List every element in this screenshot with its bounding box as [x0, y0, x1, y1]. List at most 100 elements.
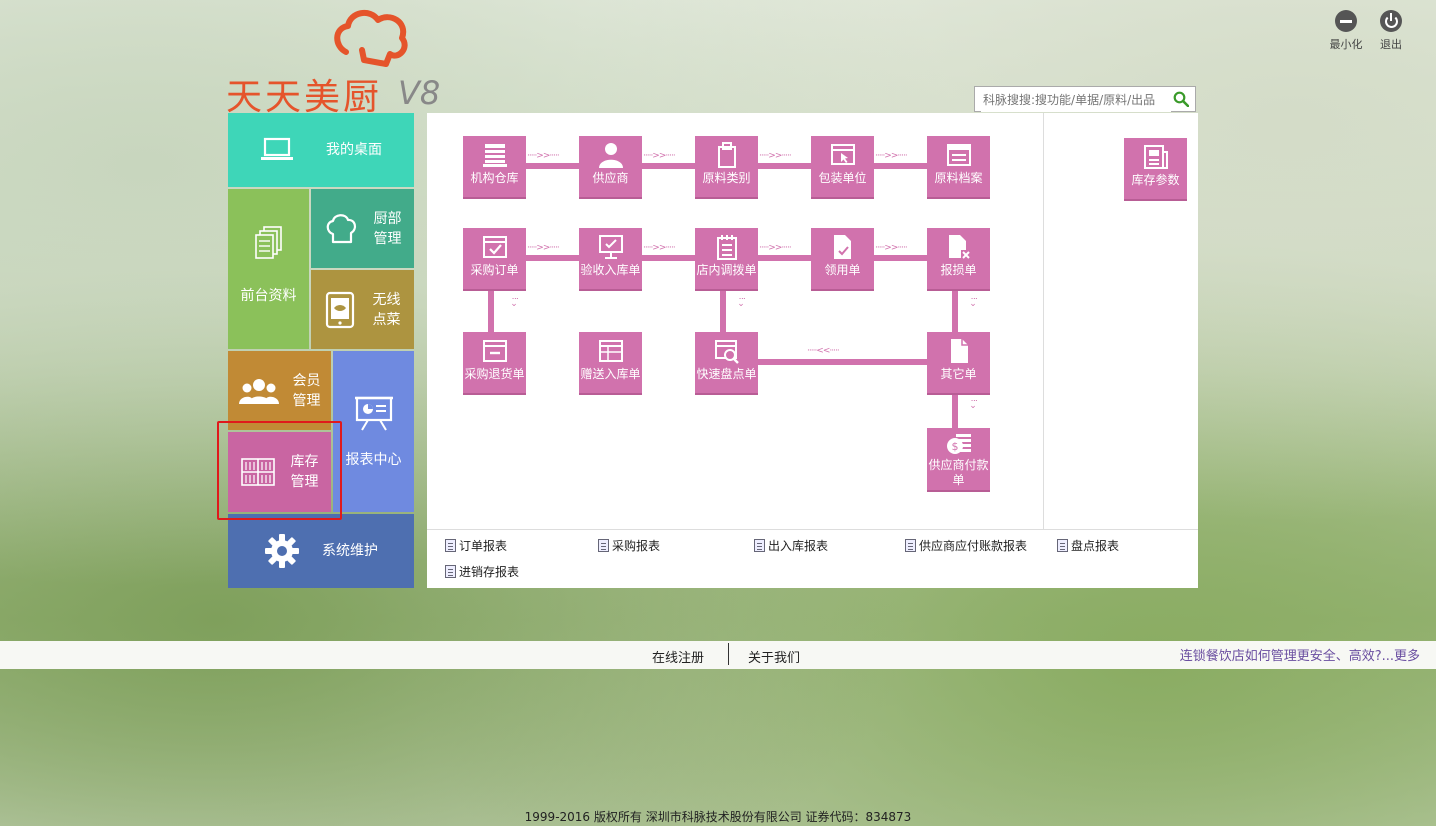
app-logo: 天天美厨 V8 — [226, 6, 446, 118]
flow-connector — [525, 255, 579, 261]
tile-wireless-ordering[interactable]: 无线点菜 — [311, 270, 414, 349]
tile-kitchen-management[interactable]: 厨部管理 — [311, 189, 414, 268]
minimize-label: 最小化 — [1329, 38, 1363, 51]
users-icon — [238, 378, 279, 404]
flow-connector — [757, 359, 927, 365]
logo-version: V8 — [398, 74, 441, 112]
inventory-flow-panel: ·····>>····· ·····>>····· ·····>>····· ·… — [427, 113, 1198, 588]
person-icon — [598, 143, 623, 168]
report-icon — [754, 539, 765, 552]
tile-front-data[interactable]: 前台资料 — [228, 189, 309, 349]
notepad-icon — [716, 235, 737, 260]
window-grid-icon — [598, 340, 623, 362]
tile-label: 报表中心 — [345, 451, 402, 468]
flow-connector — [952, 394, 958, 430]
flow-arrow: ⁝⌄ — [736, 297, 746, 308]
monitor-check-icon — [598, 235, 623, 259]
flow-arrow: ·····>>····· — [527, 243, 560, 253]
node-supplier-payment[interactable]: $ 供应商付款 单 — [927, 428, 990, 492]
tile-label: 厨部管理 — [373, 210, 402, 247]
coins-icon: $ — [946, 434, 971, 454]
clipboard-icon — [717, 142, 736, 168]
search-box — [974, 86, 1196, 112]
svg-text:$: $ — [951, 440, 958, 453]
window-cursor-icon — [830, 144, 855, 165]
node-gift-in[interactable]: 赠送入库单 — [579, 332, 642, 395]
node-supplier[interactable]: 供应商 — [579, 136, 642, 199]
flow-arrow: ·····>>····· — [759, 243, 792, 253]
flow-connector — [641, 255, 695, 261]
tile-member-management[interactable]: 会员管理 — [228, 351, 331, 430]
report-icon — [1057, 539, 1068, 552]
tile-label: 库存管理 — [290, 454, 319, 490]
node-org-warehouse[interactable]: 机构仓库 — [463, 136, 526, 199]
laptop-icon — [261, 137, 293, 160]
exit-button[interactable]: 退出 — [1371, 10, 1411, 52]
node-material-archive[interactable]: 原料档案 — [927, 136, 990, 199]
tile-label: 前台资料 — [240, 288, 297, 304]
search-icon[interactable] — [1173, 91, 1189, 107]
node-quick-stocktake[interactable]: 快速盘点单 — [695, 332, 758, 395]
presentation-board-icon — [354, 396, 393, 431]
tile-inventory-management[interactable]: 库存管理 — [228, 432, 331, 512]
report-link-stocktake[interactable]: 盘点报表 — [1057, 537, 1119, 554]
node-other-doc[interactable]: 其它单 — [927, 332, 990, 395]
documents-icon — [254, 226, 282, 259]
flow-arrow: ·····>>····· — [875, 243, 908, 253]
flow-connector — [720, 290, 726, 334]
report-icon — [445, 565, 456, 578]
node-requisition[interactable]: 领用单 — [811, 228, 874, 291]
node-packaging-unit[interactable]: 包装单位 — [811, 136, 874, 199]
power-icon — [1380, 10, 1402, 32]
node-receiving-in[interactable]: 验收入库单 — [579, 228, 642, 291]
search-input[interactable] — [981, 88, 1171, 112]
flow-arrow: ·····>>····· — [875, 151, 908, 161]
tablet-icon — [325, 291, 354, 328]
flow-arrow: ·····>>····· — [527, 151, 560, 161]
tile-label: 会员管理 — [292, 372, 321, 409]
divider — [728, 643, 729, 665]
node-purchase-return[interactable]: 采购退货单 — [463, 332, 526, 395]
flow-connector — [488, 290, 494, 334]
tile-system-maintenance[interactable]: 系统维护 — [228, 514, 414, 588]
report-link-order[interactable]: 订单报表 — [445, 537, 507, 554]
divider — [427, 529, 1198, 530]
report-icon — [445, 539, 456, 552]
news-link[interactable]: 连锁餐饮店如何管理更安全、高效?...更多 — [1179, 649, 1420, 664]
copyright-text: 1999-2016 版权所有 深圳市科脉技术股份有限公司 证券代码：834873 — [524, 810, 912, 824]
node-inventory-params[interactable]: 库存参数 — [1124, 138, 1187, 201]
report-link-supplier-payable[interactable]: 供应商应付账款报表 — [905, 537, 1027, 554]
archive-list-icon — [946, 144, 971, 166]
window-check-icon — [482, 236, 507, 258]
flow-connector — [757, 163, 811, 169]
flow-arrow: ·····>>····· — [643, 151, 676, 161]
flow-arrow: ·····>>····· — [643, 243, 676, 253]
window-magnifier-icon — [714, 340, 739, 364]
tile-label: 无线点菜 — [372, 291, 401, 328]
warehouse-shelf-icon — [240, 458, 275, 486]
node-purchase-order[interactable]: 采购订单 — [463, 228, 526, 291]
report-link-purchase[interactable]: 采购报表 — [598, 537, 660, 554]
warehouse-icon — [482, 144, 507, 167]
chef-hat-icon — [326, 213, 356, 243]
report-link-purchase-sales-stock[interactable]: 进销存报表 — [445, 563, 519, 580]
report-link-in-out[interactable]: 出入库报表 — [754, 537, 828, 554]
about-link[interactable]: 关于我们 — [748, 651, 801, 666]
node-material-category[interactable]: 原料类别 — [695, 136, 758, 199]
flow-connector — [952, 290, 958, 334]
gear-icon — [265, 534, 299, 568]
tile-label: 系统维护 — [322, 543, 378, 559]
tile-report-center[interactable]: 报表中心 — [333, 351, 414, 512]
flow-connector — [641, 163, 695, 169]
flow-arrow: ⁝⌄ — [968, 297, 978, 308]
register-link[interactable]: 在线注册 — [652, 651, 705, 666]
document-icon — [950, 339, 968, 363]
minimize-icon — [1335, 10, 1357, 32]
divider — [1043, 113, 1044, 529]
tile-label: 我的桌面 — [326, 142, 382, 158]
node-loss-report[interactable]: 报损单 — [927, 228, 990, 291]
minimize-button[interactable]: 最小化 — [1326, 10, 1366, 52]
flow-arrow: ·····<<····· — [807, 346, 840, 356]
node-internal-transfer[interactable]: 店内调拨单 — [695, 228, 758, 291]
tile-my-desktop[interactable]: 我的桌面 — [228, 113, 414, 187]
